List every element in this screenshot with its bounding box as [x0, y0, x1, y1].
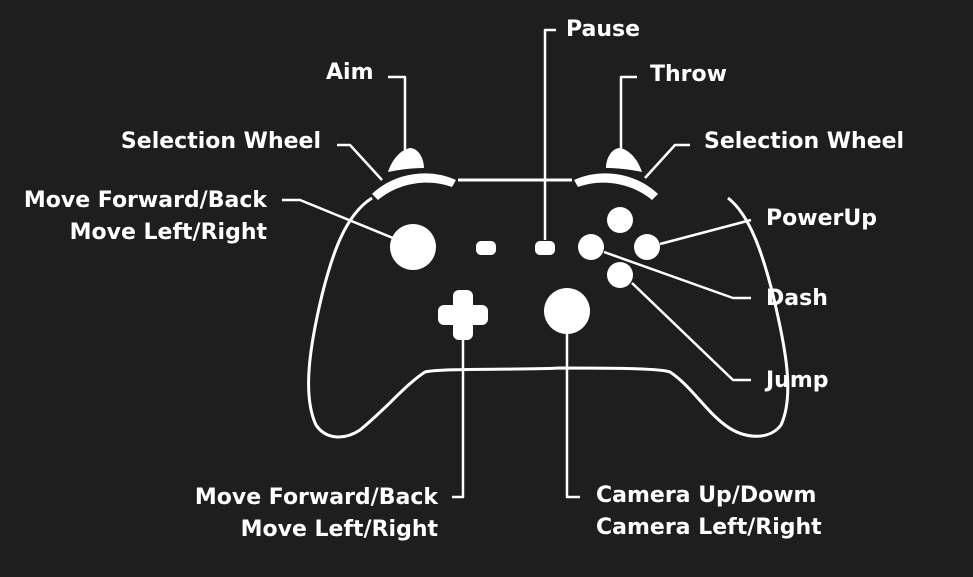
view-button[interactable]	[476, 241, 496, 255]
leader-pause	[543, 28, 556, 240]
right-bumper[interactable]	[574, 173, 658, 200]
label-pause: Pause	[566, 17, 641, 42]
leader-selection-wheel-right	[644, 143, 690, 179]
leader-dpad	[452, 340, 465, 499]
label-aim: Aim	[326, 60, 374, 85]
leader-throw	[619, 75, 637, 150]
face-button-top[interactable]	[607, 207, 633, 233]
label-selection-wheel-right: Selection Wheel	[704, 129, 905, 154]
face-button-bottom[interactable]	[607, 262, 633, 288]
left-stick[interactable]	[390, 224, 436, 270]
leader-left-stick	[282, 198, 394, 240]
label-throw: Throw	[650, 62, 727, 87]
leader-aim	[388, 75, 407, 150]
left-trigger[interactable]	[388, 148, 424, 172]
leader-dash	[603, 250, 751, 300]
label-dash: Dash	[766, 286, 828, 311]
label-jump: Jump	[766, 368, 829, 393]
leader-jump	[631, 282, 751, 382]
right-stick[interactable]	[544, 288, 590, 334]
label-right-stick: Camera Up/Dowm Camera Left/Right	[596, 483, 822, 540]
leader-powerup	[659, 218, 752, 246]
label-selection-wheel-left: Selection Wheel	[120, 129, 321, 154]
label-left-stick: Move Forward/Back Move Left/Right	[23, 188, 267, 245]
label-dpad: Move Forward/Back Move Left/Right	[194, 485, 438, 542]
leader-right-stick	[565, 334, 580, 499]
label-powerup: PowerUp	[766, 206, 877, 231]
right-trigger[interactable]	[606, 148, 642, 172]
menu-button[interactable]	[535, 241, 555, 255]
face-button-left[interactable]	[578, 234, 604, 260]
controller-body-outline	[307, 196, 790, 439]
leader-selection-wheel-left	[337, 143, 383, 181]
left-bumper[interactable]	[372, 173, 456, 200]
dpad-horizontal[interactable]	[438, 305, 488, 325]
face-button-right[interactable]	[634, 234, 660, 260]
